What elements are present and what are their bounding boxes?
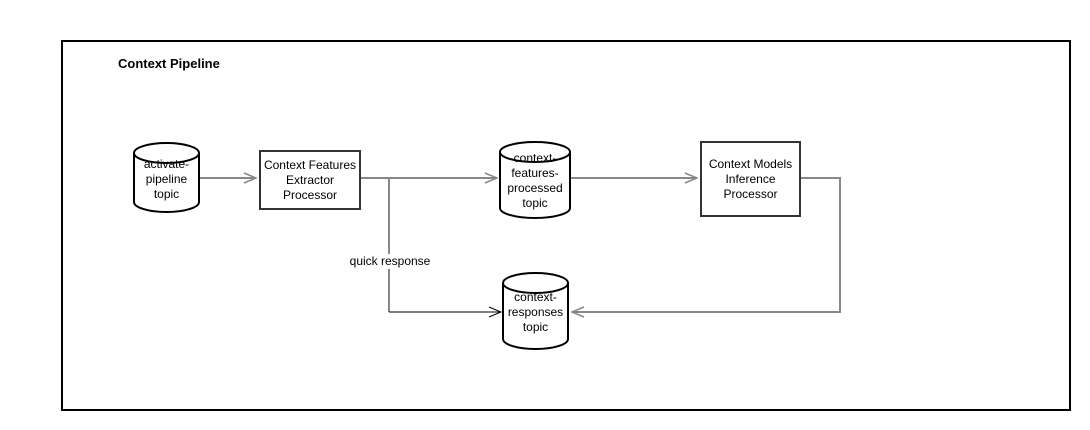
diagram-frame (61, 40, 1071, 411)
edge-label-quick-response: quick response (347, 254, 433, 269)
node-label-activate-pipeline-topic: activate- pipeline topic (134, 146, 199, 212)
node-context-models-inference-processor: Context Models Inference Processor (700, 141, 801, 217)
node-label-context-responses-topic: context- responses topic (503, 275, 568, 349)
node-label-text: context- responses topic (507, 289, 564, 334)
diagram-title: Context Pipeline (118, 56, 220, 71)
node-label-context-features-processed-topic: context- features- processed topic (500, 144, 570, 218)
node-context-features-extractor-processor: Context Features Extractor Processor (259, 150, 361, 210)
node-label-context-models-inference-processor: Context Models Inference Processor (708, 156, 793, 201)
node-label-text: activate- pipeline topic (143, 156, 190, 201)
node-label-text: context- features- processed topic (507, 151, 563, 210)
node-label-context-features-extractor-processor: Context Features Extractor Processor (263, 157, 357, 202)
